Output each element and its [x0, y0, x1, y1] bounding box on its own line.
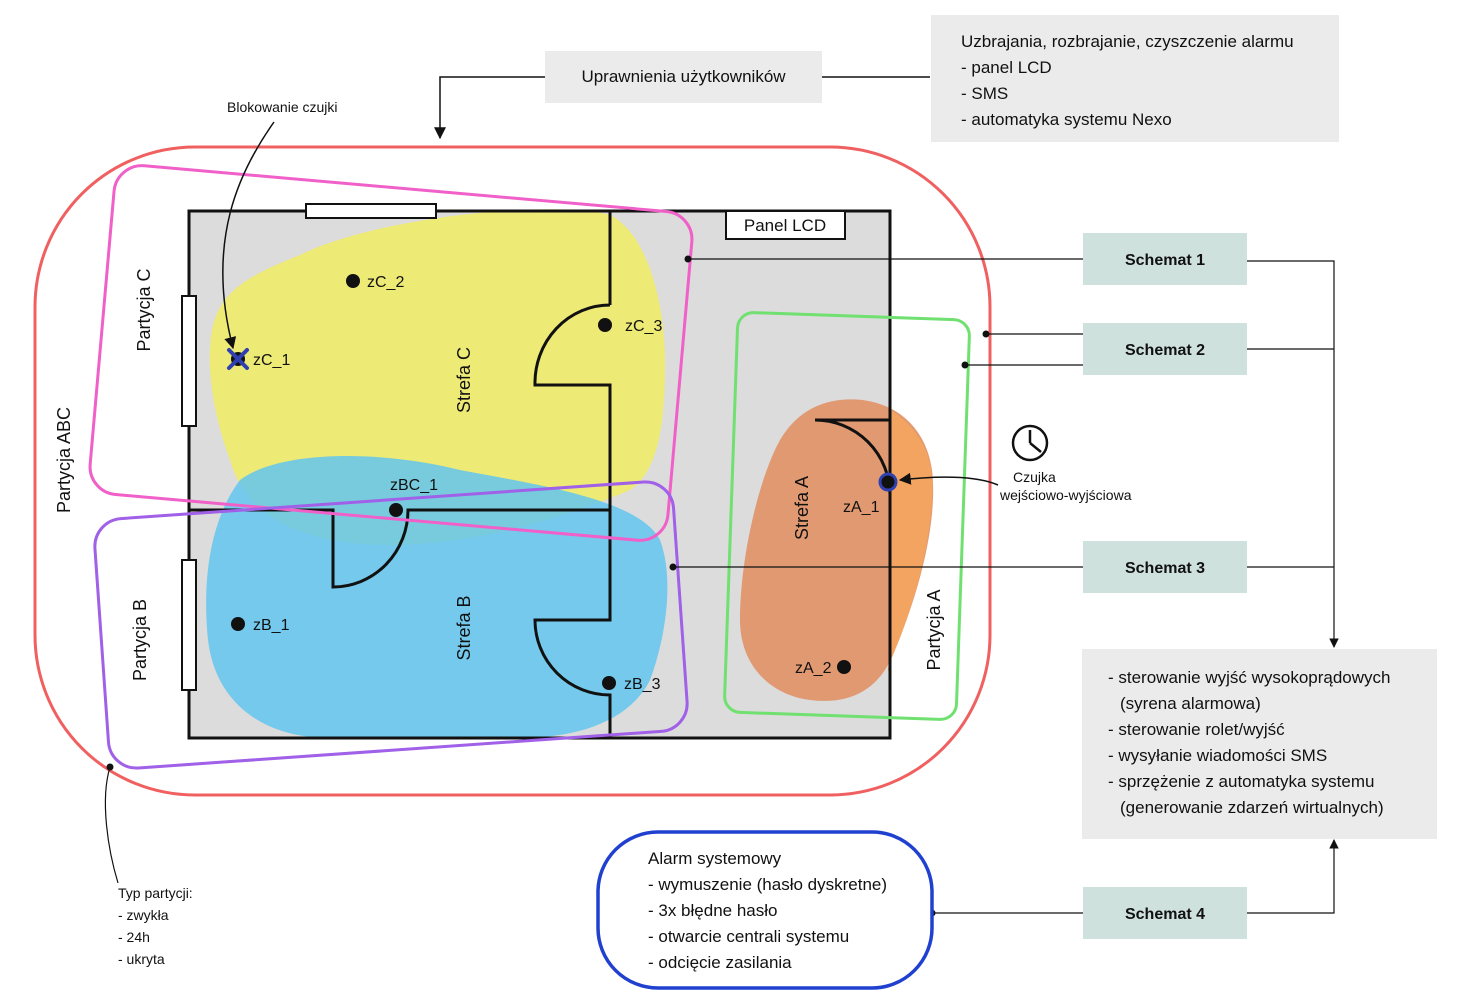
- sensor-label-zA_1: zA_1: [843, 499, 880, 516]
- blocked-sensor-x-icon: [227, 348, 249, 370]
- schemat-connectors: [104, 258, 1339, 914]
- arming-info-box: Uzbrajania, rozbrajanie, czyszczenie ala…: [931, 15, 1339, 142]
- schemat-2-label: Schemat 2: [1125, 342, 1205, 359]
- schemat-1-label: Schemat 1: [1125, 252, 1205, 269]
- entry-exit-arrow: [898, 472, 999, 486]
- sensor-label-zC_3: zC_3: [625, 318, 662, 335]
- partition-type-item: - ukryta: [118, 951, 165, 967]
- arming-info-item: - SMS: [961, 84, 1009, 103]
- entry-exit-label-line2: wejściowo-wyjściowa: [999, 487, 1132, 503]
- sensor-dot-zBC_1: [389, 503, 403, 517]
- arming-info-title: Uzbrajania, rozbrajanie, czyszczenie ala…: [961, 32, 1294, 51]
- window-top: [305, 203, 437, 219]
- system-alarm-outline: [596, 830, 934, 990]
- sensor-label-zBC_1: zBC_1: [390, 477, 438, 494]
- partition-abc-outline: [33, 145, 992, 797]
- arming-info-item: - automatyka systemu Nexo: [961, 110, 1172, 129]
- sensor-dot-zB_1: [231, 617, 245, 631]
- partition-type-item: - zwykła: [118, 907, 169, 923]
- schemat-2-box: Schemat 2: [1083, 323, 1247, 375]
- sensor-dot-zA_1: [878, 472, 898, 492]
- panel-lcd-box: [725, 210, 846, 240]
- sensor-label-zB_1: zB_1: [253, 617, 290, 634]
- sensor-dot-zC_3: [598, 318, 612, 332]
- action-line: - sterowanie wyjść wysokoprądowych: [1108, 668, 1391, 687]
- arming-info-item: - panel LCD: [961, 58, 1052, 77]
- partition-b-outline: [93, 480, 689, 770]
- system-alarm-item: - 3x błędne hasło: [648, 901, 778, 920]
- system-alarm-item: - wymuszenie (hasło dyskretne): [648, 875, 888, 894]
- permissions-box: Uprawnienia użytkowników: [545, 51, 822, 103]
- schemat-4-label: Schemat 4: [1125, 906, 1205, 923]
- partition-a-label: Partycja A: [924, 589, 944, 670]
- sensor-dot-zC_2: [346, 274, 360, 288]
- sensor-label-zA_2: zA_2: [795, 660, 832, 677]
- system-alarm-item: - otwarcie centrali systemu: [648, 927, 850, 946]
- action-line: - wysyłanie wiadomości SMS: [1108, 746, 1328, 765]
- action-line: - sterowanie rolet/wyjść: [1108, 720, 1285, 739]
- system-alarm-item: - odcięcie zasilania: [648, 953, 792, 972]
- blocking-label: Blokowanie czujki: [227, 99, 338, 115]
- window-left-bottom: [181, 559, 197, 691]
- partition-abc-label: Partycja ABC: [54, 407, 74, 513]
- window-left-top: [181, 295, 197, 427]
- actions-box: - sterowanie wyjść wysokoprądowych (syre…: [1082, 649, 1437, 839]
- zone-b-label: Strefa B: [454, 595, 474, 660]
- sensor-dot-zB_3: [602, 676, 616, 690]
- action-line: (generowanie zdarzeń wirtualnych): [1120, 798, 1384, 817]
- schemat-3-label: Schemat 3: [1125, 560, 1205, 577]
- system-alarm-text: Alarm systemowy - wymuszenie (hasło dysk…: [648, 846, 887, 976]
- system-alarm-title: Alarm systemowy: [648, 849, 782, 868]
- action-line: - sprzężenie z automatyka systemu: [1108, 772, 1375, 791]
- blocking-arrow: [222, 121, 275, 350]
- partition-a-outline: [723, 311, 971, 721]
- zone-a-label: Strefa A: [792, 476, 812, 540]
- sensor-label-zC_2: zC_2: [367, 274, 404, 291]
- sensor-dot-zA_2: [837, 660, 851, 674]
- schemat-3-box: Schemat 3: [1083, 541, 1247, 593]
- clock-icon: [1011, 424, 1049, 462]
- partition-type-item: - 24h: [118, 929, 150, 945]
- partition-c-label: Partycja C: [134, 268, 154, 351]
- sensors: zC_2 zC_3 zC_1 zBC_1 zB_1 zB_3 zA_1 zA_2: [227, 274, 898, 693]
- schemat-1-box: Schemat 1: [1083, 233, 1247, 285]
- partition-c-outline: [88, 164, 694, 542]
- action-line: (syrena alarmowa): [1120, 694, 1261, 713]
- sensor-label-zB_3: zB_3: [624, 676, 661, 693]
- sensor-label-zC_1: zC_1: [253, 352, 290, 369]
- permissions-label: Uprawnienia użytkowników: [581, 67, 786, 86]
- entry-exit-label-line1: Czujka: [1013, 469, 1056, 485]
- zone-c-label: Strefa C: [454, 347, 474, 413]
- permissions-connector: [434, 76, 930, 140]
- partition-b-label: Partycja B: [130, 599, 150, 681]
- partition-types-title: Typ partycji:: [118, 885, 193, 901]
- partition-types-note: Typ partycji: - zwykła - 24h - ukryta: [118, 882, 193, 970]
- panel-lcd-label: Panel LCD: [744, 216, 826, 235]
- schemat-4-box: Schemat 4: [1083, 887, 1247, 939]
